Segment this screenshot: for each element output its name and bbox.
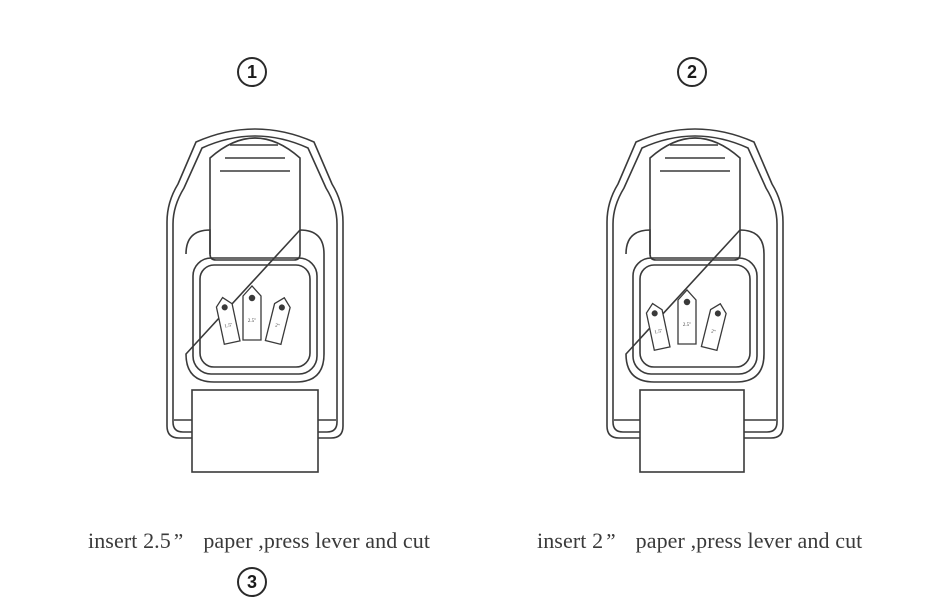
svg-text:2": 2" <box>274 323 280 329</box>
punch-body-inner-outline <box>172 135 338 433</box>
step-2-badge: 2 <box>677 57 707 87</box>
punch-body-inner-outline <box>612 135 778 433</box>
tag-center: 2.5" <box>677 289 697 345</box>
svg-text:2.5": 2.5" <box>683 323 691 328</box>
svg-text:1.5": 1.5" <box>224 323 233 330</box>
step-1-caption: insert 2.5”paper ,press lever and cut <box>88 528 431 553</box>
tag-center: 2.5" <box>242 285 262 341</box>
step-2-punch-device: 1.5" 2.5" 2" <box>606 128 784 473</box>
window-frame-outer <box>185 229 325 383</box>
lever-outline <box>649 137 741 261</box>
tag-left: 1.5" <box>215 296 241 345</box>
step-3-badge: 3 <box>237 567 267 597</box>
svg-text:2": 2" <box>710 329 716 335</box>
inserted-paper <box>191 389 319 473</box>
inserted-paper <box>639 389 745 473</box>
svg-text:1.5": 1.5" <box>654 329 663 336</box>
svg-text:2.5": 2.5" <box>248 319 256 324</box>
tag-right: 2" <box>700 302 727 352</box>
tag-left: 1.5" <box>645 302 671 351</box>
lever-outline <box>209 137 301 261</box>
punch-body-outline <box>606 128 784 439</box>
step-1-badge: 1 <box>237 57 267 87</box>
tag-right: 2" <box>264 296 291 346</box>
punch-body-outline <box>166 128 344 439</box>
window-frame-outer <box>625 229 765 383</box>
step-1-punch-device: 1.5" 2.5" 2" <box>166 128 344 473</box>
step-2-caption: insert 2”paper ,press lever and cut <box>537 528 863 553</box>
